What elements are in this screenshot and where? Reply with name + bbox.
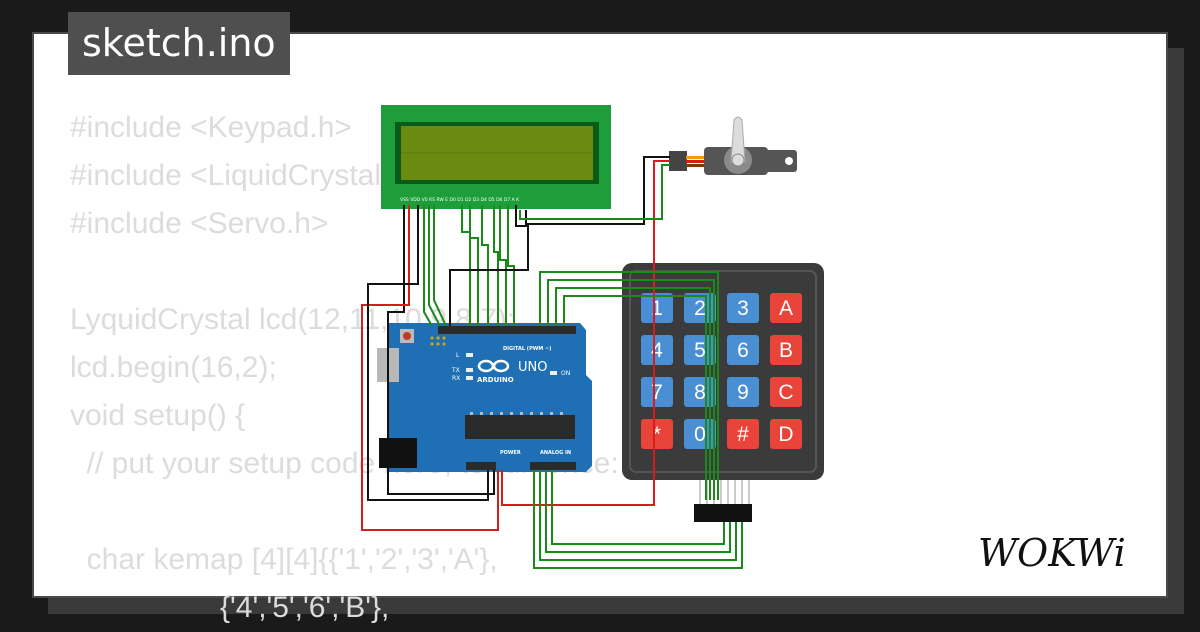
lcd-pin-labels: VSS VDD V0 RS RW E D0 D1 D2 D3 D4 D5 D6 … <box>400 197 520 203</box>
keypad-key-#[interactable]: # <box>727 419 759 449</box>
keypad-key-7[interactable]: 7 <box>641 377 673 407</box>
keypad-key-label: 8 <box>694 381 706 404</box>
led-l-label: L <box>456 352 460 359</box>
arduino-uno-board[interactable]: L TX RX ON UNO ARDUINO DIGITAL (PWM ~) P… <box>377 323 592 472</box>
keypad-key-D[interactable]: D <box>770 419 802 449</box>
wires <box>361 156 743 569</box>
wokwi-logo-text: WOKWi <box>978 531 1126 575</box>
servo-motor[interactable] <box>669 116 797 175</box>
analog-pins-label: ANALOG IN <box>540 450 571 456</box>
keypad-key-label: 1 <box>651 297 663 320</box>
keypad-key-5[interactable]: 5 <box>684 335 716 365</box>
keypad-4x4[interactable]: 1 2 3 A 4 5 6 B 7 8 9 C * 0 # D <box>622 263 824 522</box>
code-line: char kemap [4][4]{{'1','2','3','A'}, <box>70 543 498 576</box>
led-tx-label: TX <box>451 367 460 374</box>
keypad-key-label: 6 <box>737 339 749 362</box>
wokwi-logo: WOKWi <box>978 531 1126 575</box>
keypad-key-label: 4 <box>651 339 663 362</box>
keypad-key-C[interactable]: C <box>770 377 802 407</box>
keypad-key-8[interactable]: 8 <box>684 377 716 407</box>
keypad-key-B[interactable]: B <box>770 335 802 365</box>
keypad-key-9[interactable]: 9 <box>727 377 759 407</box>
keypad-key-4[interactable]: 4 <box>641 335 673 365</box>
keypad-key-1[interactable]: 1 <box>641 293 673 323</box>
board-brand: ARDUINO <box>477 376 514 384</box>
keypad-key-label: A <box>779 297 793 320</box>
code-line: #include <Keypad.h> <box>70 111 352 144</box>
keypad-key-A[interactable]: A <box>770 293 802 323</box>
keypad-key-label: D <box>778 423 793 446</box>
lcd-display[interactable]: VSS VDD V0 RS RW E D0 D1 D2 D3 D4 D5 D6 … <box>381 105 611 209</box>
code-line: {'4','5','6','B'}, <box>70 591 390 624</box>
keypad-key-label: 5 <box>694 339 706 362</box>
keypad-key-label: 2 <box>694 297 706 320</box>
code-line: #include <Servo.h> <box>70 207 329 240</box>
keypad-key-6[interactable]: 6 <box>727 335 759 365</box>
arduino-infinity-logo <box>477 359 510 373</box>
file-name-tab: sketch.ino <box>68 12 290 75</box>
board-model: UNO <box>518 360 547 375</box>
keypad-key-label: * <box>653 423 661 446</box>
keypad-key-label: B <box>779 339 793 362</box>
keypad-key-label: 7 <box>651 381 663 404</box>
digital-pins-label: DIGITAL (PWM ~) <box>503 346 551 352</box>
keypad-key-3[interactable]: 3 <box>727 293 759 323</box>
led-rx-label: RX <box>452 375 460 382</box>
keypad-key-label: 3 <box>737 297 749 320</box>
keypad-key-label: # <box>737 423 749 446</box>
code-line: void setup() { <box>70 399 246 432</box>
power-pins-label: POWER <box>500 450 521 456</box>
code-line: lcd.begin(16,2); <box>70 351 277 384</box>
keypad-key-label: 9 <box>737 381 749 404</box>
led-on-label: ON <box>561 370 570 377</box>
keypad-key-2[interactable]: 2 <box>684 293 716 323</box>
keypad-key-*[interactable]: * <box>641 419 673 449</box>
keypad-key-0[interactable]: 0 <box>684 419 716 449</box>
keypad-key-label: 0 <box>694 423 706 446</box>
keypad-key-label: C <box>778 381 793 404</box>
code-background: #include <Keypad.h>#include <LiquidCryst… <box>70 104 619 632</box>
